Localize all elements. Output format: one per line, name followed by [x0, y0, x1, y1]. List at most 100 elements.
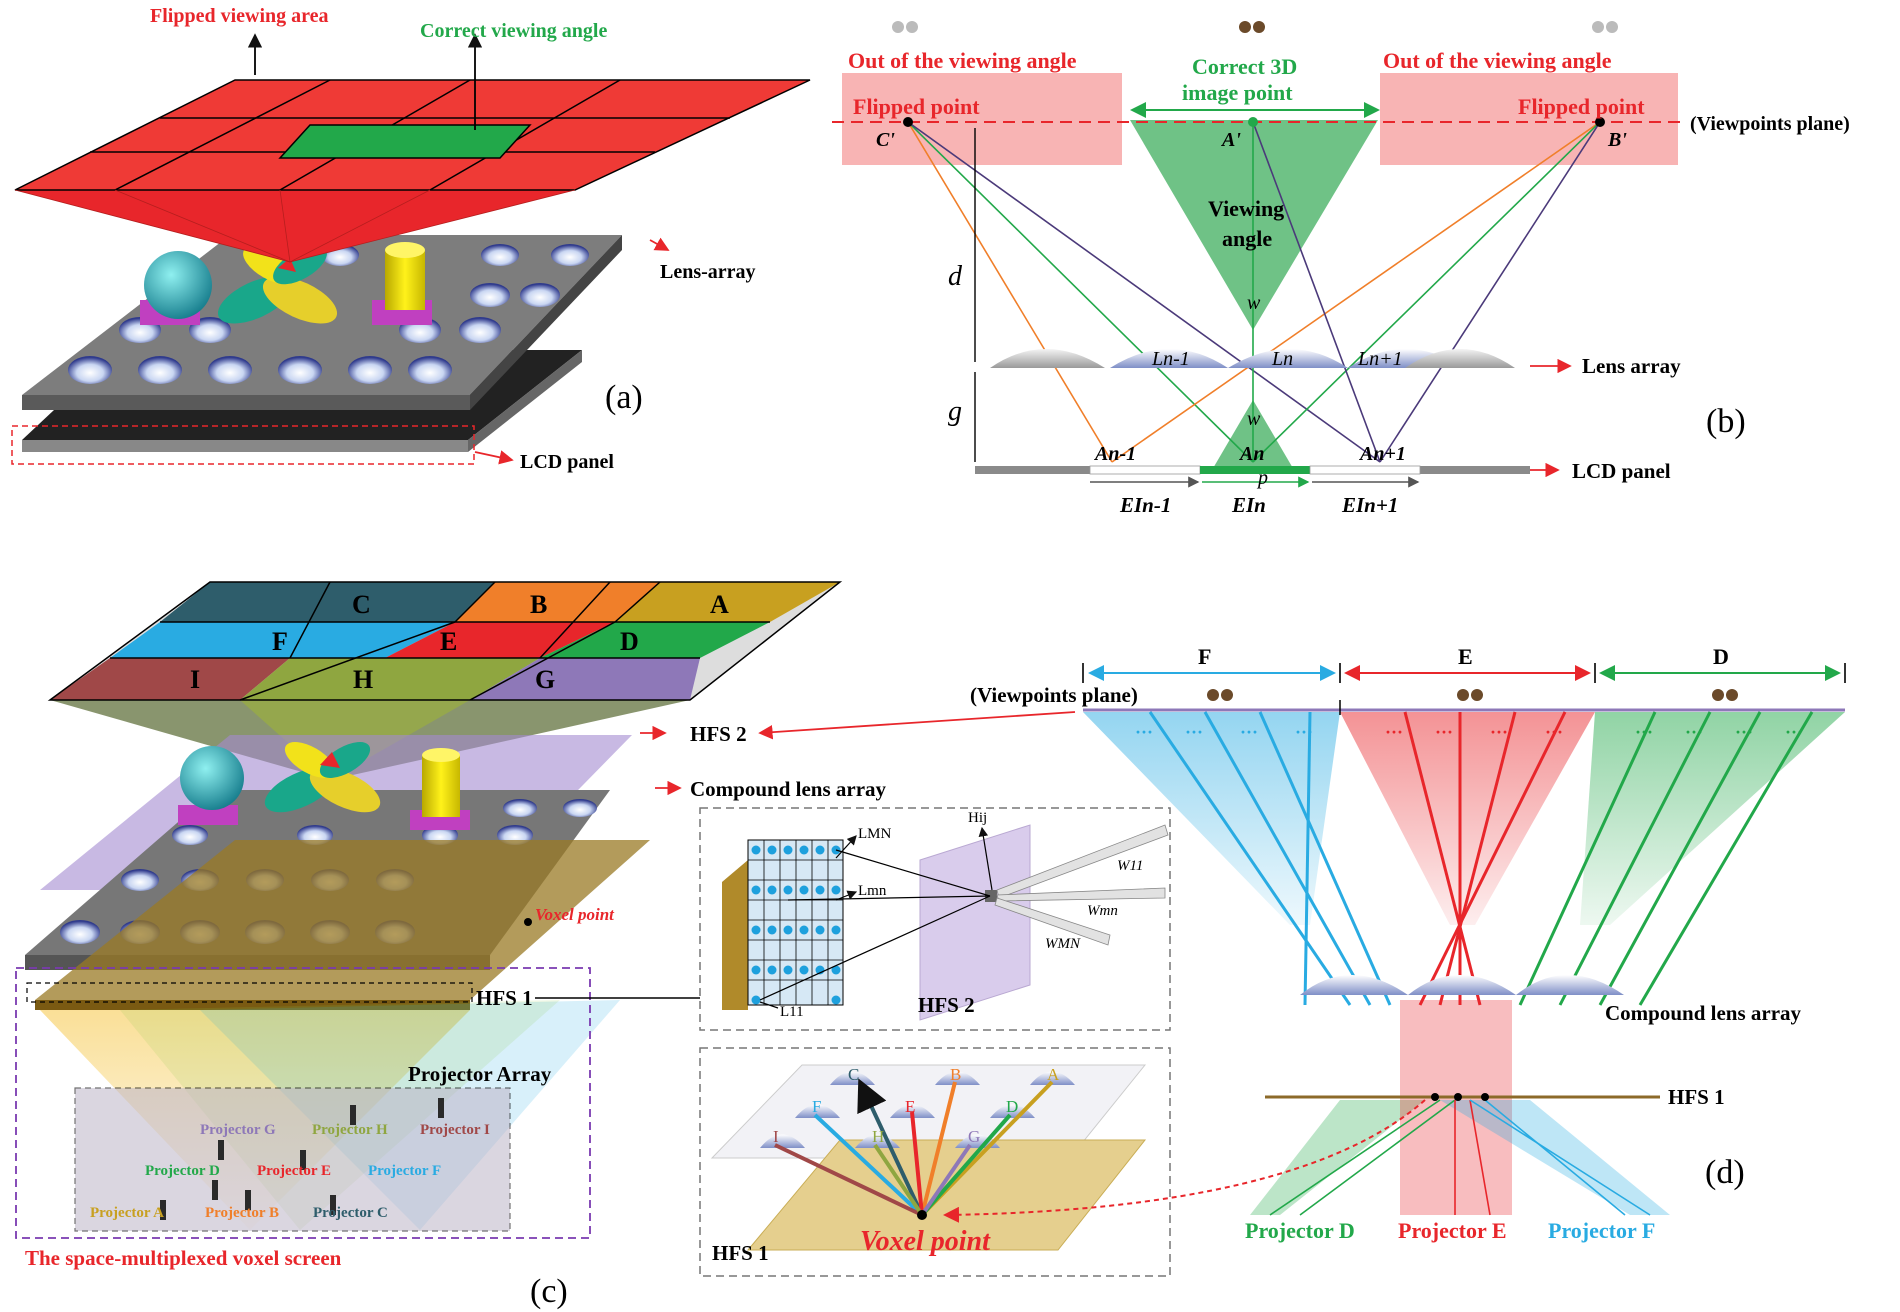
out-zone-right — [1380, 73, 1678, 165]
zone-d-label-d: D — [1713, 644, 1729, 669]
inset-letter-d: D — [1006, 1097, 1018, 1116]
correct-viewing-region — [278, 124, 532, 159]
voxel-screen-caption: The space-multiplexed voxel screen — [25, 1246, 342, 1270]
viewpoints-plane-label-d: (Viewpoints plane) — [970, 683, 1138, 707]
zone-letter-i: I — [190, 665, 200, 694]
svg-text:···: ··· — [1785, 722, 1803, 742]
cylinder-object — [385, 250, 425, 310]
l-11-label: L11 — [780, 1004, 804, 1020]
angle-label: angle — [1222, 226, 1272, 251]
hfs1-label-c: HFS 1 — [476, 986, 533, 1010]
w-mn-label: Wmn — [1087, 903, 1118, 919]
projector-units — [160, 1098, 444, 1220]
d-label: d — [948, 261, 963, 292]
projector-c: Projector C — [313, 1205, 388, 1221]
flipped-area-label: Flipped viewing area — [150, 5, 329, 27]
w-11-label: W11 — [1117, 858, 1143, 874]
voxel-point-label-inset: Voxel point — [860, 1226, 991, 1257]
lens-dimples-a — [68, 244, 589, 384]
projector-array-box — [74, 1087, 511, 1232]
zone-letter-a: A — [710, 590, 729, 619]
l-mn-big-label: LMN — [858, 826, 892, 842]
zone-letter-h: H — [353, 665, 373, 694]
w-MN-label: WMN — [1045, 936, 1081, 952]
p-label: p — [1256, 467, 1268, 489]
hfs2-plane-inset — [919, 824, 1031, 1021]
svg-text:···: ··· — [1240, 722, 1258, 742]
zone-letter-c: C — [352, 590, 371, 619]
sphere-object — [144, 251, 212, 319]
zone-e-tile — [385, 622, 615, 658]
image-point-label: image point — [1182, 80, 1293, 105]
lens-array-label-b: Lens array — [1582, 354, 1681, 378]
voxel-point-label-c: Voxel point — [535, 905, 615, 924]
projector-d-label: Projector D — [1245, 1218, 1355, 1243]
hfs1-layer-c — [35, 840, 650, 1000]
zone-letter-d: D — [620, 627, 639, 656]
projector-g: Projector G — [200, 1122, 276, 1138]
svg-text:···: ··· — [1735, 722, 1753, 742]
inset-letter-g: G — [968, 1127, 980, 1146]
svg-text:···: ··· — [1635, 722, 1653, 742]
svg-text:···: ··· — [1295, 722, 1313, 742]
panel-d: ············ ············ ············ — [758, 644, 1846, 1243]
compound-lens-label-d: Compound lens array — [1605, 1001, 1802, 1025]
lcd-panel-label-a: LCD panel — [520, 451, 614, 473]
panel-tag-b: (b) — [1706, 403, 1746, 440]
flipped-left-label: Flipped point — [853, 94, 980, 119]
c-prime-label: C' — [876, 129, 895, 151]
w-top-label: w — [1247, 292, 1261, 314]
lens-array-label-a: Lens-array — [660, 261, 756, 283]
an-minus-label: An-1 — [1093, 443, 1136, 465]
zone-f-tile — [110, 622, 455, 658]
lcd-panel-label-b: LCD panel — [1572, 459, 1671, 483]
compound-lens-label-c: Compound lens array — [690, 777, 887, 801]
svg-text:···: ··· — [1185, 722, 1203, 742]
inset-letter-i: I — [773, 1127, 779, 1146]
zone-letter-e: E — [440, 627, 457, 656]
zone-c-tile — [160, 582, 495, 622]
inset-letter-f: F — [812, 1097, 821, 1116]
zone-letter-f: F — [272, 627, 288, 656]
zone-h-tile — [240, 658, 540, 700]
svg-text:···: ··· — [1685, 722, 1703, 742]
zone-i-tile — [50, 658, 290, 700]
a-prime-label: A' — [1220, 129, 1241, 151]
out-right-label: Out of the viewing angle — [1383, 48, 1612, 73]
inset-letter-h: H — [872, 1127, 884, 1146]
inset-letter-b: B — [950, 1065, 961, 1084]
voxel-screen-box — [15, 967, 591, 1239]
projector-e-label: Projector E — [1398, 1218, 1507, 1243]
projector-e: Projector E — [257, 1163, 331, 1179]
viewing-label: Viewing — [1208, 196, 1284, 221]
w-bot-label: w — [1247, 408, 1261, 430]
svg-text:···: ··· — [1545, 722, 1563, 742]
zone-f-label-d: F — [1198, 644, 1211, 669]
hfs1-label-d: HFS 1 — [1668, 1085, 1725, 1109]
hfs2-label-c: HFS 2 — [690, 722, 747, 746]
viewing-angle-cone — [1130, 120, 1378, 330]
eye-icon — [892, 21, 1618, 33]
g-label: g — [948, 396, 962, 427]
ei-plus-label: EIn+1 — [1341, 493, 1398, 517]
inset-letter-a: A — [1047, 1065, 1060, 1084]
correct-3d-label: Correct 3D — [1192, 54, 1297, 79]
inset-letter-c: C — [848, 1065, 859, 1084]
l-mn-label: Lmn — [858, 883, 887, 899]
svg-text:···: ··· — [1135, 722, 1153, 742]
flipped-right-label: Flipped point — [1518, 94, 1645, 119]
zone-letter-g: G — [535, 665, 555, 694]
panel-b: d g Out of the viewing angle Out of the … — [832, 21, 1850, 517]
projector-b: Projector B — [205, 1205, 279, 1221]
out-zone-left — [842, 73, 1122, 165]
inset-letter-e: E — [905, 1097, 915, 1116]
zone-a-tile — [615, 582, 840, 622]
ei-minus-label: EIn-1 — [1119, 493, 1171, 517]
lens-row-b — [990, 349, 1515, 368]
projector-f-label: Projector F — [1548, 1218, 1655, 1243]
ei-label: EIn — [1231, 493, 1266, 517]
eye-icon — [1207, 689, 1738, 701]
panel-a: Flipped viewing area Correct viewing ang… — [11, 5, 811, 473]
panel-c: C B A F E D I H G HFS 2 Compound lens ar… — [15, 581, 887, 1310]
hfs2-label-inset: HFS 2 — [918, 993, 975, 1017]
